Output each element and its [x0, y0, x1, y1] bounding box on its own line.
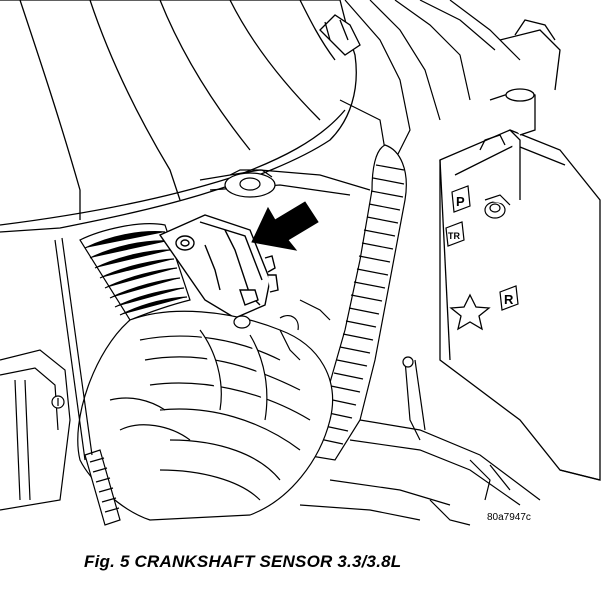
hose-clamp	[85, 450, 120, 525]
figure-code: 80a7947c	[487, 512, 531, 523]
engine-block-outline	[200, 0, 520, 197]
wrapped-harness	[78, 311, 333, 520]
frame-bracket-left	[0, 238, 92, 510]
ribbed-hose-left	[80, 224, 190, 320]
frame-rails-lower	[280, 300, 540, 525]
label-tr: TR	[448, 231, 460, 241]
air-intake-housing	[0, 0, 360, 232]
star-icon	[451, 295, 489, 329]
letter-box-tr: TR	[446, 222, 464, 246]
bolt	[485, 195, 510, 218]
corrugated-hose	[305, 145, 406, 460]
label-r: R	[504, 292, 514, 307]
crankshaft-sensor	[160, 215, 278, 318]
label-p: P	[456, 194, 465, 209]
letter-box-p: P	[452, 186, 470, 212]
relay-module	[440, 20, 600, 480]
letter-box-r: R	[500, 286, 518, 310]
figure-caption: Fig. 5 CRANKSHAFT SENSOR 3.3/3.8L	[84, 552, 402, 571]
arrow-icon	[252, 202, 318, 250]
